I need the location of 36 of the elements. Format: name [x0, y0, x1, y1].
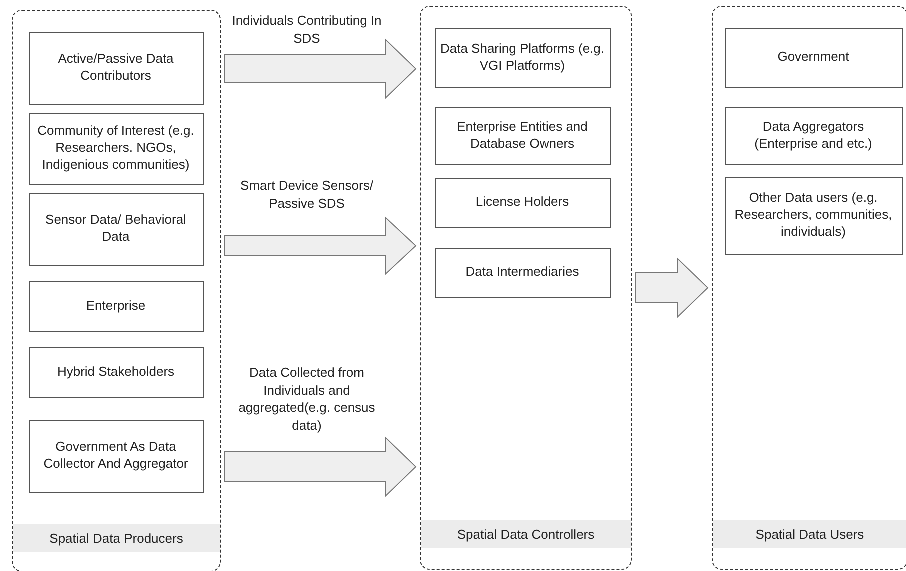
- block-arrow: [636, 258, 709, 318]
- group-title: Spatial Data Controllers: [457, 526, 595, 542]
- group-title: Spatial Data Users: [756, 526, 864, 542]
- box-label: Government: [776, 49, 850, 66]
- dashed-group-container: [420, 6, 632, 570]
- process-box: [434, 248, 610, 298]
- process-box: [28, 32, 204, 104]
- process-box: [724, 28, 902, 88]
- process-box: [434, 28, 610, 88]
- box-label: Data Intermediaries: [464, 264, 580, 281]
- box-label: Data Sharing Platforms (e.g. VGI Platforms): [439, 40, 606, 74]
- group-title: Spatial Data Producers: [50, 530, 184, 546]
- box-label: Government As Data Collector And Aggregator: [42, 439, 190, 473]
- dashed-group-container: [712, 6, 906, 570]
- box-label: Active/Passive Data Contributors: [57, 51, 175, 85]
- box-label: Enterprise: [85, 298, 147, 314]
- process-box: [28, 346, 204, 398]
- box-label: Enterprise Entities and Database Owners: [456, 118, 589, 152]
- process-box: [28, 280, 204, 332]
- block-arrow: [224, 38, 417, 100]
- dashed-group-container: [12, 10, 221, 571]
- process-box: [724, 106, 902, 164]
- box-label: Other Data users (e.g. Researchers, communities, individuals): [734, 190, 894, 241]
- box-label: Data Aggregators (Enterprise and etc.): [754, 118, 874, 152]
- box-label: Community of Interest (e.g. Researchers. NGOs, Indigenious communities): [36, 123, 196, 174]
- process-box: [434, 106, 610, 164]
- process-box: [28, 112, 204, 184]
- process-box: [28, 420, 204, 492]
- box-label: Sensor Data/ Behavioral Data: [44, 212, 188, 246]
- process-box: [28, 192, 204, 266]
- box-label: License Holders: [474, 194, 570, 211]
- process-box: [434, 178, 610, 228]
- process-box: [724, 176, 902, 254]
- block-arrow: [224, 216, 417, 276]
- box-label: Hybrid Stakeholders: [56, 364, 176, 380]
- block-arrow: [224, 436, 417, 498]
